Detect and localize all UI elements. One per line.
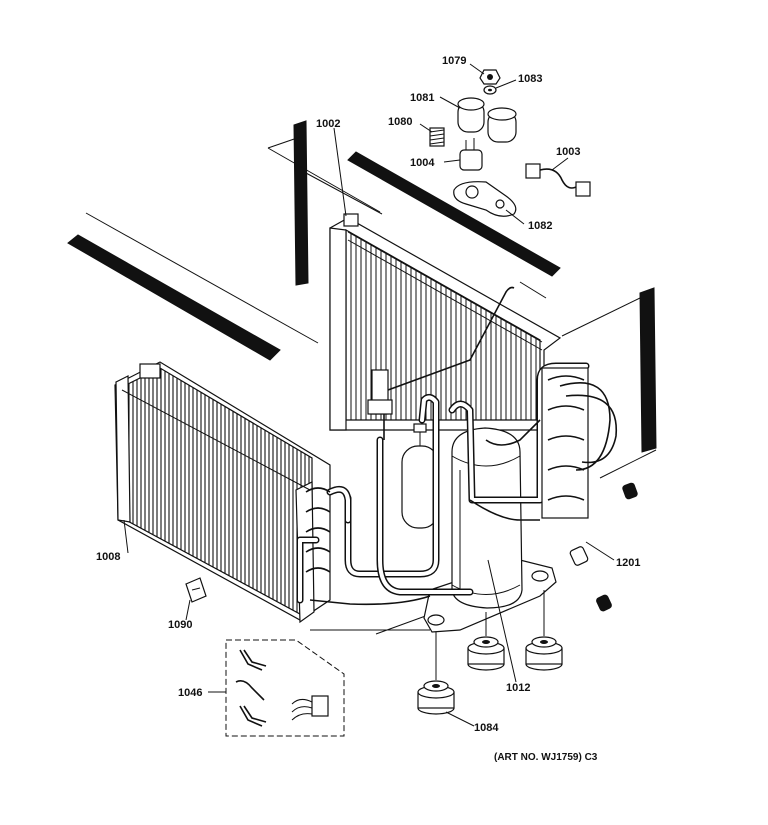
- label-1080: 1080: [388, 116, 412, 128]
- gasket-strips: [67, 120, 657, 453]
- label-1004: 1004: [410, 157, 435, 169]
- clip-part: [185, 577, 207, 603]
- leader-lines: [123, 63, 615, 727]
- label-1003: 1003: [556, 146, 580, 158]
- label-1084: 1084: [474, 722, 499, 734]
- gasket-plate: [453, 181, 517, 217]
- label-1201: 1201: [616, 557, 640, 569]
- relay-assembly: [457, 97, 517, 143]
- spring: [429, 127, 445, 147]
- parts-kit: [225, 639, 345, 737]
- label-1090: 1090: [168, 619, 192, 631]
- label-1081: 1081: [410, 92, 434, 104]
- label-1082: 1082: [528, 220, 552, 232]
- refrigerant-tubing: [296, 362, 590, 606]
- label-1012: 1012: [506, 682, 530, 694]
- label-1002: 1002: [316, 118, 340, 130]
- label-1083: 1083: [518, 73, 542, 85]
- wire-harness: [525, 163, 591, 197]
- terminal-block: [459, 138, 483, 171]
- label-1046: 1046: [178, 687, 202, 699]
- sensor-bulb: [367, 286, 515, 415]
- frame-guide-lines: [85, 136, 657, 635]
- evaporator-coil-front: [114, 361, 331, 624]
- compressor-mounts: [417, 590, 563, 715]
- evaporator-return-bends: [305, 487, 331, 573]
- hex-nut: [479, 69, 501, 85]
- coil-return-bends: [541, 367, 618, 519]
- washer: [483, 85, 497, 95]
- label-1079: 1079: [442, 55, 466, 67]
- condenser-coil-rear: [329, 213, 562, 431]
- compressor: [451, 427, 523, 609]
- label-1008: 1008: [96, 551, 120, 563]
- art-number: (ART NO. WJ1759) C3: [494, 752, 598, 763]
- part-labels: 1079 1083 1081 1080 1002 1003 1004 1082 …: [96, 55, 640, 763]
- grommets: [569, 482, 638, 612]
